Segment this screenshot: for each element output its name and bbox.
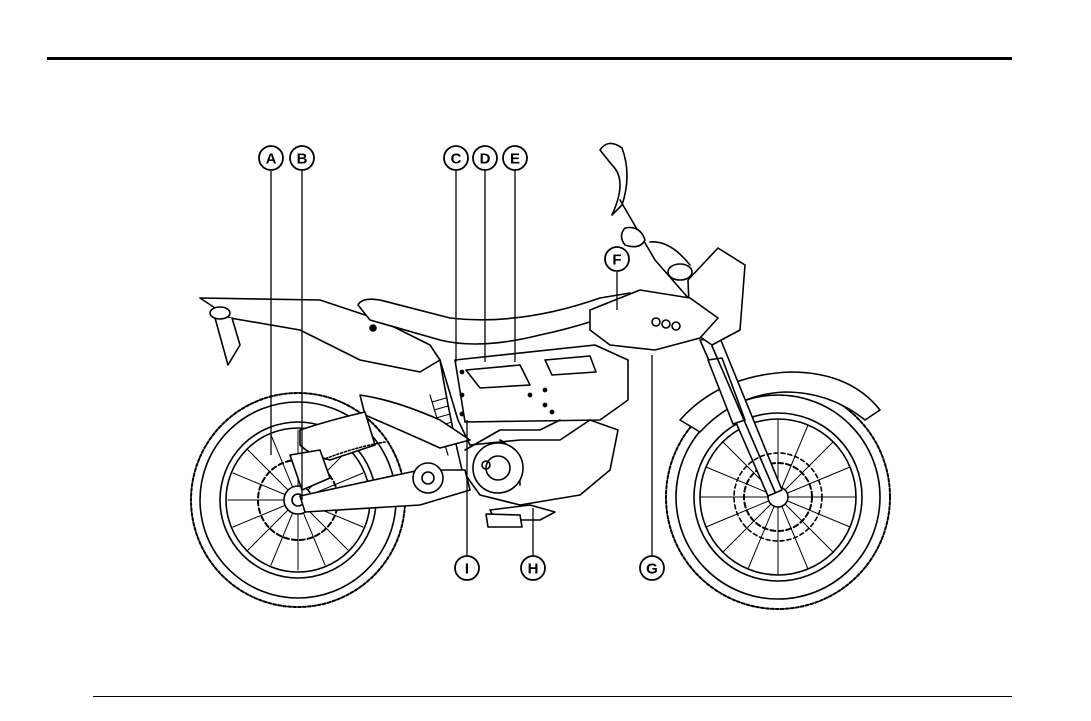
callout-e: E xyxy=(503,146,527,170)
callout-label-d: D xyxy=(480,151,491,168)
callout-a: A xyxy=(259,146,283,170)
callout-h: H xyxy=(521,556,545,580)
callout-f: F xyxy=(605,247,629,271)
callout-label-f: F xyxy=(612,252,621,269)
battery-box xyxy=(455,345,628,422)
callout-g: G xyxy=(640,556,664,580)
callout-label-e: E xyxy=(510,151,520,168)
callout-label-b: B xyxy=(297,151,308,168)
callout-i: I xyxy=(455,556,479,580)
callout-c: C xyxy=(444,146,468,170)
callout-label-h: H xyxy=(528,561,539,578)
callout-label-i: I xyxy=(465,561,469,578)
callout-label-g: G xyxy=(646,561,658,578)
handlebar xyxy=(600,143,692,300)
callout-label-a: A xyxy=(266,151,277,168)
callout-d: D xyxy=(473,146,497,170)
callout-label-c: C xyxy=(451,151,462,168)
motor xyxy=(473,443,523,493)
callout-b: B xyxy=(290,146,314,170)
front-fender xyxy=(680,372,880,432)
